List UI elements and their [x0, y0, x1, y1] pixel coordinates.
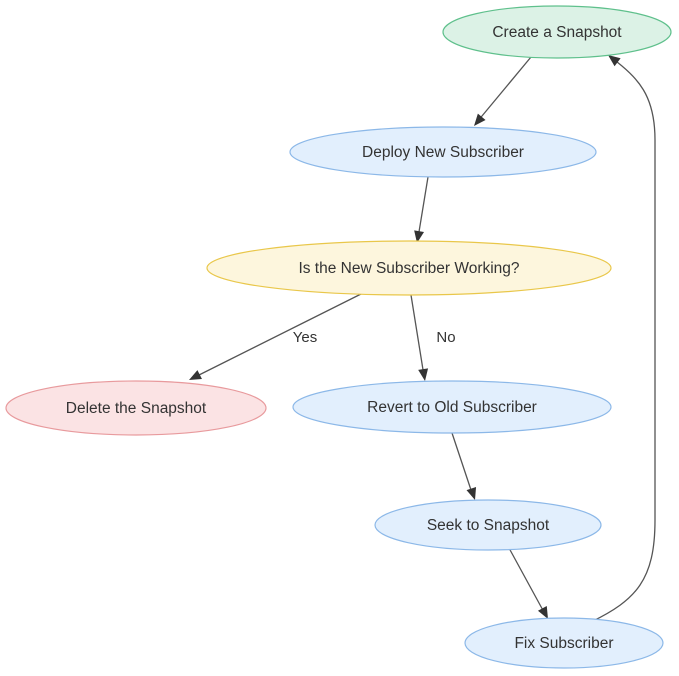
arrow-head-icon [466, 487, 477, 500]
arrow-head-icon [414, 230, 425, 243]
edge-line [192, 293, 362, 379]
edge-line [590, 57, 656, 623]
node-seek_to_snapshot[interactable]: Seek to Snapshot [374, 499, 602, 551]
arrow-head-icon [608, 55, 621, 67]
edge-is_working-to-revert_old_subscriber [410, 294, 429, 381]
edges-layer [189, 55, 656, 623]
edge-line [417, 176, 429, 239]
node-ellipse-delete_snapshot[interactable] [5, 380, 267, 436]
edge-label-yes: Yes [293, 329, 317, 346]
edge-seek_to_snapshot-to-fix_subscriber [508, 547, 548, 619]
edge-is_working-to-delete_snapshot [189, 293, 362, 380]
arrow-head-icon [189, 370, 202, 380]
edge-revert_old_subscriber-to-seek_to_snapshot [451, 432, 477, 500]
edge-line [508, 547, 546, 615]
node-revert_old_subscriber[interactable]: Revert to Old Subscriber [292, 380, 612, 434]
edge-deploy_new_subscriber-to-is_working [414, 176, 429, 243]
node-delete_snapshot[interactable]: Delete the Snapshot [5, 380, 267, 436]
arrow-head-icon [418, 368, 429, 381]
arrow-head-icon [537, 606, 548, 619]
node-fix_subscriber[interactable]: Fix Subscriber [464, 617, 664, 669]
node-deploy_new_subscriber[interactable]: Deploy New Subscriber [289, 126, 597, 178]
edge-labels-layer: Yes No [293, 329, 456, 346]
edge-fix_subscriber-to-create_snapshot [590, 55, 656, 623]
node-ellipse-seek_to_snapshot[interactable] [374, 499, 602, 551]
edge-label-no: No [436, 329, 455, 346]
edge-line [451, 432, 474, 497]
edge-line [476, 56, 532, 123]
arrow-head-icon [474, 113, 486, 126]
node-create_snapshot[interactable]: Create a Snapshot [442, 5, 672, 59]
node-ellipse-create_snapshot[interactable] [442, 5, 672, 59]
node-ellipse-is_working[interactable] [206, 240, 612, 296]
node-ellipse-fix_subscriber[interactable] [464, 617, 664, 669]
node-ellipse-revert_old_subscriber[interactable] [292, 380, 612, 434]
node-is_working[interactable]: Is the New Subscriber Working? [206, 240, 612, 296]
node-ellipse-deploy_new_subscriber[interactable] [289, 126, 597, 178]
edge-line [410, 294, 425, 377]
edge-create_snapshot-to-deploy_new_subscriber [474, 56, 532, 126]
